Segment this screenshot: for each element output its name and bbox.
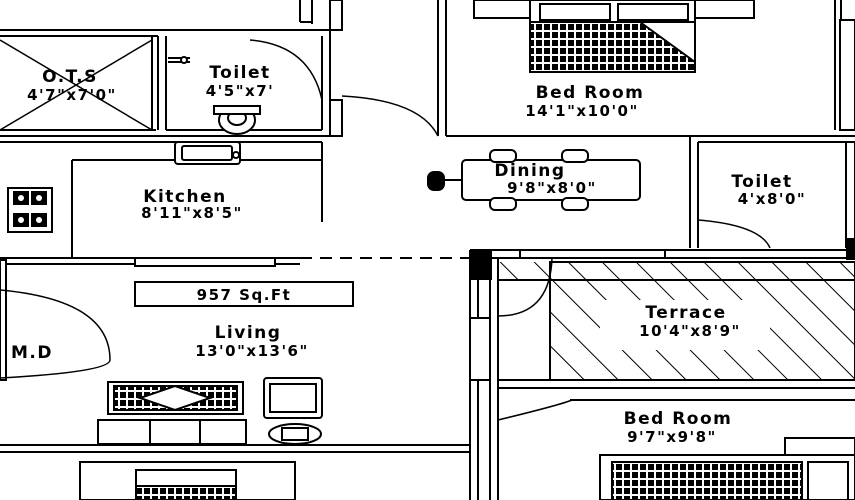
room-name-md: M.D [11, 343, 53, 363]
room-dim-terrace: 10'4"x8'9" [639, 322, 741, 340]
wall-toilet2-left [689, 136, 699, 248]
wash-basin-icon [427, 171, 445, 191]
bedroom1-furniture [473, 0, 755, 73]
door-arc-md [0, 289, 111, 379]
toilet1-fixtures [168, 56, 261, 135]
area-box [134, 281, 354, 307]
room-name-toilet1: Toilet [209, 63, 270, 83]
room-dim-dining: 9'8"x8'0" [507, 179, 597, 197]
room-dim-toilet2: 4'x8'0" [738, 190, 807, 208]
room-name-bedroom1: Bed Room [536, 83, 645, 103]
window-top-left [329, 0, 343, 31]
room-dim-kitchen: 8'11"x8'5" [141, 204, 243, 222]
wall-terrace-bottom [498, 379, 855, 389]
pillow-left [539, 3, 611, 21]
room-name-bedroom2: Bed Room [624, 409, 733, 429]
door-arc-living [341, 95, 439, 137]
living-furniture [97, 281, 354, 445]
room-name-toilet2: Toilet [731, 172, 792, 192]
door-arc-toilet1 [249, 39, 323, 101]
wall-toilet2-top [690, 135, 855, 143]
ots-cross [0, 39, 153, 131]
terrace-label-bg [600, 300, 770, 350]
room-name-dining: Dining [494, 161, 565, 181]
door-arc-toilet2 [697, 219, 771, 249]
chair [489, 197, 517, 211]
column-block [470, 250, 492, 280]
room-dim-ots: 4'7"x7'0" [27, 86, 117, 104]
chair [489, 149, 517, 163]
room-dim-bedroom2: 9'7"x9'8" [627, 428, 717, 446]
terrace-hatch-strip [498, 262, 550, 280]
sofa [97, 419, 247, 445]
room-dim-bedroom1: 14'1"x10'0" [525, 102, 639, 120]
wall-toilet-sides [165, 36, 323, 130]
bedroom2-furniture [599, 437, 855, 500]
window-living-outer [0, 259, 7, 381]
wall-bedroom1-left [437, 0, 447, 136]
pillow [807, 461, 849, 500]
blanket-fold [636, 21, 696, 64]
kitchen-fixtures [7, 141, 241, 233]
window-living-left [329, 99, 343, 137]
window-bedroom1 [839, 19, 855, 131]
dining-furniture [427, 149, 641, 211]
window-living-right [469, 317, 491, 381]
column-block-right [846, 238, 855, 260]
wall-ots-toilet [151, 36, 159, 130]
chair [561, 197, 589, 211]
room-name-terrace: Terrace [645, 303, 726, 323]
wall-terrace-left [489, 258, 499, 500]
wall-toilet2-right [845, 142, 855, 248]
wall-stub-top [299, 0, 313, 24]
area-label: 957 Sq.Ft [197, 286, 292, 304]
window-dining [519, 249, 666, 259]
room-dim-living: 13'0"x13'6" [195, 342, 309, 360]
room-name-living: Living [215, 323, 282, 343]
windows [0, 0, 855, 381]
room-dim-toilet1: 4'5"x7' [206, 82, 275, 100]
bottom-bed-fragment [79, 461, 296, 500]
room-name-kitchen: Kitchen [143, 187, 226, 207]
pillow-right [617, 3, 689, 21]
chair [561, 149, 589, 163]
bed-blanket-2 [611, 461, 803, 500]
room-name-ots: O.T.S [42, 67, 98, 87]
door-arc-bedroom2 [497, 399, 573, 421]
window-kitchen [134, 257, 276, 267]
